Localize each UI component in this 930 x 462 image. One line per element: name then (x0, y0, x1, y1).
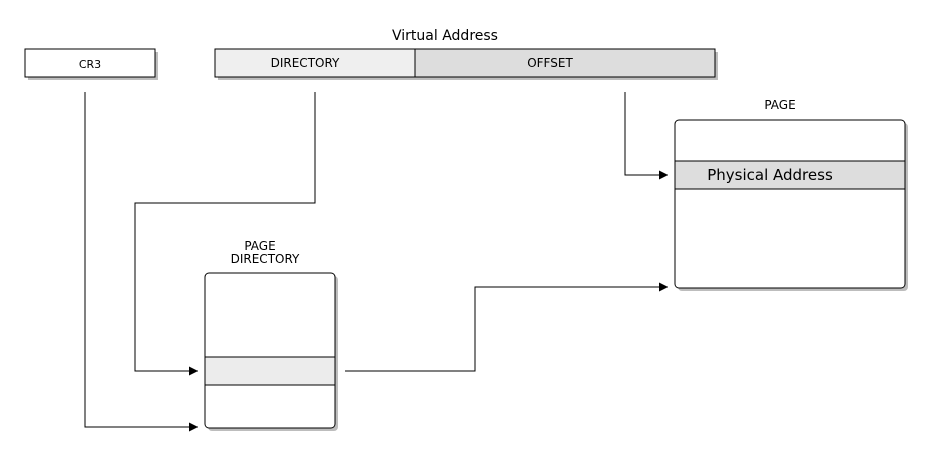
page-directory-entry (204, 356, 336, 386)
offset-label: OFFSET (527, 56, 573, 70)
page-box: Physical Address (674, 119, 908, 291)
offset-field (414, 48, 716, 78)
page-directory-title-line1: PAGE (244, 239, 275, 253)
page-directory-box (204, 272, 338, 431)
cr3-connector (84, 92, 198, 432)
physical-address-label: Physical Address (707, 166, 833, 184)
offset-connector (624, 92, 668, 180)
page-directory-title-line2: DIRECTORY (231, 252, 300, 266)
directory-connector (134, 92, 316, 376)
directory-label: DIRECTORY (271, 56, 340, 70)
page-title: PAGE (764, 98, 795, 112)
physical-address-entry (674, 160, 906, 190)
virtual-address-title: Virtual Address (392, 28, 498, 44)
pde-to-page-connector (345, 282, 668, 372)
cr3-label: CR3 (79, 58, 101, 71)
cr3-box: CR3 (24, 48, 158, 80)
virtual-address-fields: DIRECTORY OFFSET (214, 48, 718, 80)
